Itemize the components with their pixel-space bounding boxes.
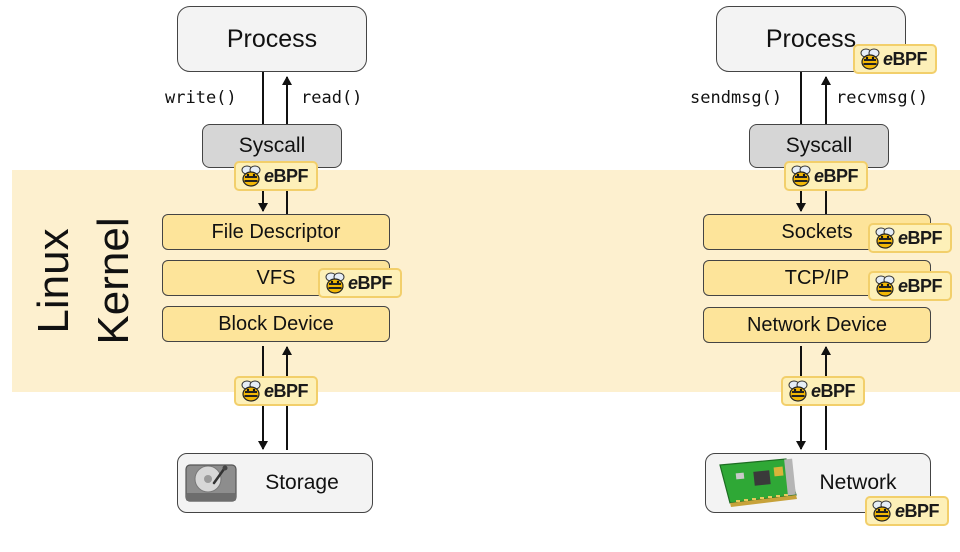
left-layer-label: Block Device [218, 312, 334, 335]
left-syscall-box: Syscall [202, 124, 342, 168]
ebpf-badge-text: eBPF [883, 48, 928, 70]
ebpf-suffix: BPF [820, 380, 856, 401]
ebpf-badge-text: eBPF [898, 275, 943, 297]
bee-icon [323, 271, 347, 295]
right-process-box: Process [716, 6, 906, 72]
ebpf-badge-text: eBPF [348, 272, 393, 294]
ebpf-badge-text: eBPF [811, 380, 856, 402]
bee-icon [873, 226, 897, 250]
right-syscall-label: Syscall [785, 134, 853, 157]
left-storage-label: Storage [265, 471, 339, 494]
ebpf-badge-vfs: eBPF [318, 268, 402, 298]
ebpf-suffix: BPF [907, 227, 943, 248]
ebpf-suffix: BPF [823, 165, 859, 186]
ebpf-suffix: BPF [892, 48, 928, 69]
ebpf-badge-text: eBPF [264, 165, 309, 187]
right-network-label: Network [819, 471, 897, 494]
network-card-icon [716, 455, 800, 512]
bee-icon [873, 274, 897, 298]
ebpf-suffix: BPF [904, 500, 940, 521]
left-process-label: Process [226, 24, 318, 53]
ebpf-badge-text: eBPF [895, 500, 940, 522]
left-layer-file-descriptor: File Descriptor [162, 214, 390, 250]
ebpf-badge-network-device: eBPF [781, 376, 865, 406]
bee-icon [789, 164, 813, 188]
ebpf-badge-left-syscall: eBPF [234, 161, 318, 191]
right-process-label: Process [765, 24, 857, 53]
ebpf-prefix: e [814, 165, 824, 186]
ebpf-badge-sockets: eBPF [868, 223, 952, 253]
ebpf-badge-text: eBPF [264, 380, 309, 402]
ebpf-prefix: e [264, 165, 274, 186]
ebpf-badge-right-syscall: eBPF [784, 161, 868, 191]
right-syscall-box: Syscall [749, 124, 889, 168]
ebpf-prefix: e [898, 275, 908, 296]
ebpf-prefix: e [811, 380, 821, 401]
ebpf-suffix: BPF [273, 165, 309, 186]
bee-icon [786, 379, 810, 403]
bee-icon [239, 164, 263, 188]
right-layer-label: Network Device [746, 313, 888, 336]
left-process-box: Process [177, 6, 367, 72]
ebpf-badge-tcp-ip: eBPF [868, 271, 952, 301]
ebpf-badge-text: eBPF [814, 165, 859, 187]
ebpf-prefix: e [898, 227, 908, 248]
hard-drive-icon [184, 459, 238, 510]
bee-icon [239, 379, 263, 403]
left-read-call: read() [301, 88, 363, 108]
ebpf-prefix: e [883, 48, 893, 69]
ebpf-suffix: BPF [273, 380, 309, 401]
right-recvmsg-call: recvmsg() [836, 88, 929, 108]
ebpf-suffix: BPF [907, 275, 943, 296]
ebpf-badge-network: eBPF [865, 496, 949, 526]
right-layer-label: Sockets [781, 220, 853, 243]
right-layer-network-device: Network Device [703, 307, 931, 343]
left-layer-label: VFS [256, 266, 296, 289]
right-sendmsg-call: sendmsg() [690, 88, 783, 108]
ebpf-suffix: BPF [357, 272, 393, 293]
left-layer-block-device: Block Device [162, 306, 390, 342]
ebpf-badge-right-process: eBPF [853, 44, 937, 74]
ebpf-badge-text: eBPF [898, 227, 943, 249]
bee-icon [870, 499, 894, 523]
ebpf-badge-block-device: eBPF [234, 376, 318, 406]
bee-icon [858, 47, 882, 71]
ebpf-prefix: e [895, 500, 905, 521]
left-layer-label: File Descriptor [211, 220, 341, 243]
left-write-call: write() [165, 88, 237, 108]
left-syscall-label: Syscall [238, 134, 306, 157]
ebpf-prefix: e [348, 272, 358, 293]
ebpf-prefix: e [264, 380, 274, 401]
right-layer-label: TCP/IP [784, 266, 850, 289]
